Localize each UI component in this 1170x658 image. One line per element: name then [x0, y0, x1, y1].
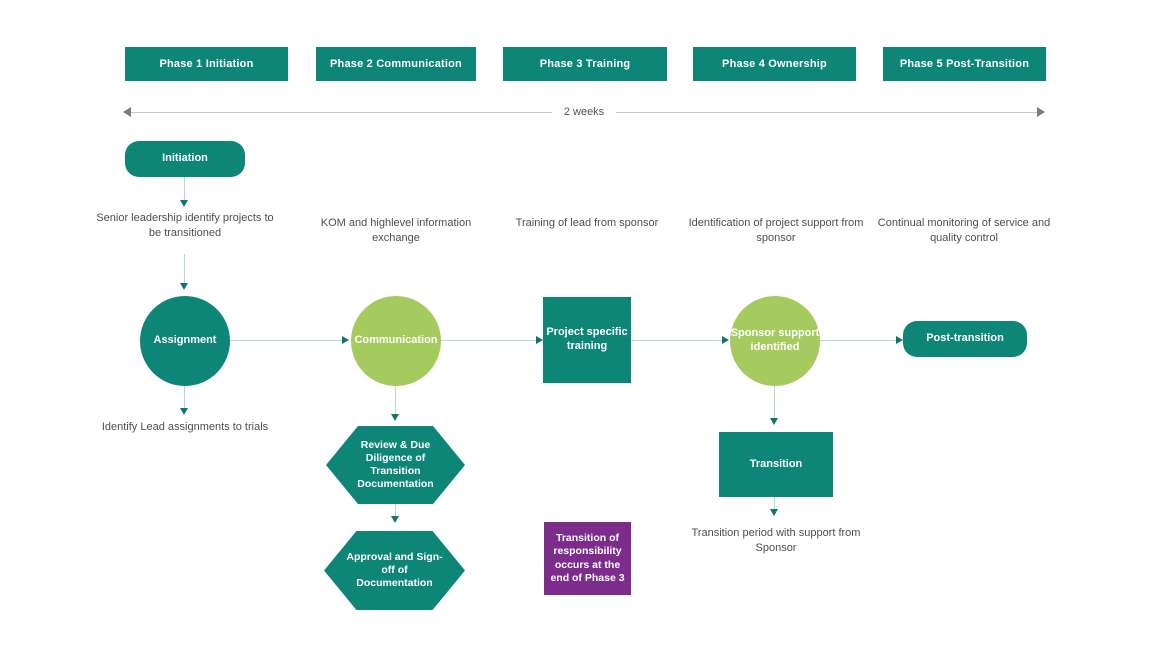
note-kom: KOM and highlevel information exchange — [320, 217, 472, 244]
timeline-line — [616, 111, 1038, 113]
post-transition-node: Post-transition — [903, 321, 1027, 357]
initiation-node: Initiation — [125, 141, 245, 177]
phase-header-1: Phase 1 Initiation — [125, 47, 288, 81]
phase-header-3: Phase 3 Training — [503, 47, 667, 81]
note-transition-period: Transition period with support from Spon… — [691, 527, 861, 554]
right-arrow-connector — [441, 336, 543, 344]
phase-header-4: Phase 4 Ownership — [693, 47, 856, 81]
timeline: 2 weeks — [123, 103, 1046, 121]
arrow-left-icon — [123, 107, 131, 117]
note-senior-leadership: Senior leadership identify projects to b… — [96, 212, 274, 239]
assignment-node: Assignment — [140, 296, 230, 386]
right-arrow-connector — [820, 336, 903, 344]
project-training-node: Project specific training — [543, 297, 631, 383]
down-arrow-connector — [770, 497, 778, 516]
phase3-callout: Transition of responsibility occurs at t… — [544, 522, 631, 595]
note-identify-lead: Identify Lead assignments to trials — [101, 421, 269, 433]
sponsor-support-node: Sponsor support identified — [730, 296, 820, 386]
note-identification-support: Identification of project support from s… — [688, 217, 864, 244]
down-arrow-connector — [391, 386, 399, 421]
phase-header-5: Phase 5 Post-Transition — [883, 47, 1046, 81]
note-continual-monitoring: Continual monitoring of service and qual… — [877, 217, 1051, 244]
approval-signoff-hexagon: Approval and Sign-off of Documentation — [324, 531, 465, 610]
down-arrow-connector — [180, 177, 188, 207]
phase-header-2: Phase 2 Communication — [316, 47, 476, 81]
transition-node: Transition — [719, 432, 833, 497]
down-arrow-connector — [391, 504, 399, 523]
down-arrow-connector — [180, 386, 188, 415]
down-arrow-connector — [180, 254, 188, 290]
note-training-of-lead: Training of lead from sponsor — [515, 217, 659, 229]
right-arrow-connector — [631, 336, 729, 344]
communication-node: Communication — [351, 296, 441, 386]
down-arrow-connector — [770, 386, 778, 425]
right-arrow-connector — [230, 336, 349, 344]
timeline-duration-label: 2 weeks — [563, 106, 605, 118]
review-diligence-hexagon: Review & Due Diligence of Transition Doc… — [326, 426, 465, 504]
timeline-line — [131, 111, 552, 113]
arrow-right-icon — [1037, 107, 1046, 117]
